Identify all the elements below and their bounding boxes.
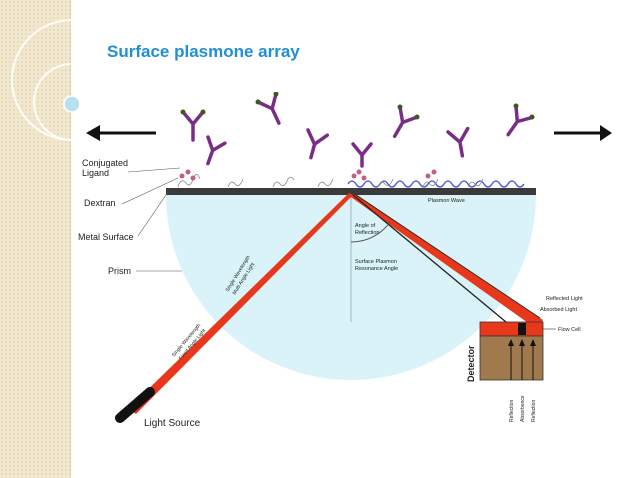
ligand-molecules (179, 169, 437, 181)
spr-diagram: Plasmon Wave Angle of Reflection Surface… (78, 92, 612, 429)
dextran-leader (121, 177, 179, 205)
detector-col-2: Absorbance (520, 395, 526, 422)
detector-arrowhead-1 (508, 339, 514, 346)
plasmon-wave (347, 180, 525, 188)
absorbed-light-label: Absorbed Light (540, 307, 577, 313)
flow-arrowhead-left (86, 125, 100, 141)
reflected-light-label: Reflected Light (546, 296, 583, 302)
decorative-circles (11, 19, 133, 141)
conjugated-ligand-label-2: Ligand (82, 168, 109, 178)
flow-cell (479, 321, 544, 337)
angle-label-2: Reflection (355, 230, 379, 236)
detector-arrowhead-2 (519, 339, 525, 346)
ligand-layer (177, 174, 484, 188)
flow-arrowhead-right (600, 125, 612, 141)
spr-angle-label-2: Resonance Angle (355, 266, 398, 272)
detector-label: Detector (466, 345, 476, 382)
ligand-leader (127, 167, 181, 173)
plasmon-wave-label: Plasmon Wave (428, 198, 465, 204)
light-source (115, 387, 155, 423)
antibody-molecules (181, 92, 535, 168)
spr-angle-label-1: Surface Plasmon (355, 259, 397, 265)
metal-surface (166, 188, 536, 195)
detector-col-3: Reflection (531, 400, 537, 422)
angle-label-1: Angle of (355, 223, 376, 229)
detector-arrowhead-3 (530, 339, 536, 346)
reflected-ray-line-2 (355, 194, 541, 319)
absorbed-marker (518, 323, 526, 335)
incident-beam (128, 193, 353, 414)
detector-col-1: Reflection (509, 400, 515, 422)
light-source-label: Light Source (144, 418, 201, 429)
metal-surface-label: Metal Surface (78, 232, 134, 242)
slide-title: Surface plasmone array (107, 42, 300, 61)
dextran-label: Dextran (84, 198, 116, 208)
reflected-beam (348, 195, 543, 330)
flow-cell-label: Flow Cell (558, 327, 581, 333)
antibody-tips (180, 92, 535, 120)
conjugated-ligand-label-1: Conjugated (82, 158, 128, 168)
prism-label: Prism (108, 266, 131, 276)
angle-arc (350, 221, 391, 243)
metal-leader (137, 191, 169, 237)
reflected-ray-line (352, 194, 519, 333)
